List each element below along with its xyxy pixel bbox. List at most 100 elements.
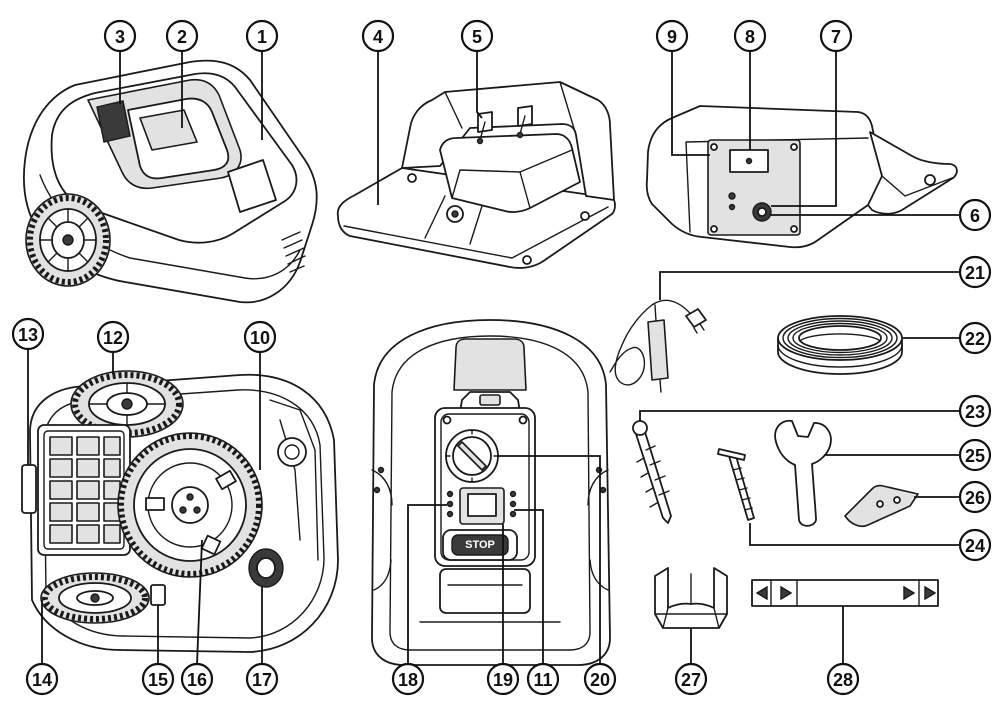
callout-label: 19 <box>493 670 513 690</box>
callout-11: 11 <box>526 662 560 696</box>
panel-screw <box>790 225 798 233</box>
lift-tab <box>150 584 166 606</box>
arrow-right-icon <box>903 585 916 601</box>
panel-screw <box>710 225 718 233</box>
peg-hole <box>580 211 590 221</box>
callout-markers: 1 2 3 4 5 6 7 8 9 10 11 12 13 14 15 16 1… <box>11 19 992 696</box>
station-screw <box>717 448 755 521</box>
knob-grip <box>457 441 487 471</box>
callout-label: 17 <box>252 670 272 690</box>
callout-label: 4 <box>373 27 383 47</box>
ground-peg <box>632 420 672 524</box>
callout-25: 25 <box>958 438 992 472</box>
wheel-spokes <box>39 208 97 272</box>
leader-line-5 <box>476 51 483 119</box>
callout-label: 1 <box>257 27 267 47</box>
callout-label: 13 <box>18 325 38 345</box>
leader-line-24 <box>749 523 960 546</box>
panel-screw <box>710 143 718 151</box>
leader-line-9 <box>671 51 710 156</box>
base-plate-edge <box>343 206 609 259</box>
sensor-housing <box>277 437 307 467</box>
callout-label: 8 <box>745 27 755 47</box>
battery-cell <box>103 524 121 544</box>
indicator-light <box>728 192 736 200</box>
callout-27: 27 <box>674 662 708 696</box>
callout-4: 4 <box>361 19 395 53</box>
station-rear <box>645 105 958 249</box>
callout-label: 28 <box>833 670 853 690</box>
rear-wheel <box>25 193 111 287</box>
callout-6: 6 <box>958 198 992 232</box>
hub-screw <box>193 506 201 514</box>
stop-button-label: STOP <box>465 539 495 551</box>
callout-8: 8 <box>733 19 767 53</box>
indicator-light <box>728 203 736 211</box>
keypad-button <box>446 500 454 508</box>
wing-hole <box>924 174 936 186</box>
callout-14: 14 <box>25 662 59 696</box>
leader-line-21 <box>659 271 960 300</box>
callout-22: 22 <box>958 321 992 355</box>
wire-connector <box>654 567 728 629</box>
plug-prongs <box>693 323 705 334</box>
contact-pin <box>479 115 526 141</box>
cutting-blade <box>145 497 165 511</box>
callout-12: 12 <box>96 320 130 354</box>
cutting-blade <box>215 469 237 491</box>
power-adapter <box>609 299 707 393</box>
battery-cell <box>76 436 100 456</box>
leader-line-20 <box>498 455 601 664</box>
callout-1: 1 <box>245 19 279 53</box>
side-bracket <box>21 464 37 514</box>
leader-line-7 <box>771 51 837 207</box>
distance-ruler <box>751 579 939 607</box>
callout-label: 23 <box>965 402 985 422</box>
contact-block <box>439 133 581 213</box>
callout-label: 14 <box>32 670 52 690</box>
coil-winding <box>792 322 888 354</box>
callout-28: 28 <box>826 662 860 696</box>
wheel-axle <box>62 234 74 246</box>
coil-winding <box>787 320 893 356</box>
leader-lines <box>27 51 960 665</box>
power-socket-core <box>757 207 767 217</box>
callout-label: 2 <box>177 27 187 47</box>
callout-17: 17 <box>245 662 279 696</box>
callout-label: 24 <box>965 536 985 556</box>
callout-24: 24 <box>958 528 992 562</box>
wrench <box>774 419 832 527</box>
callout-5: 5 <box>460 19 494 53</box>
panel-screw <box>442 415 452 425</box>
callout-26: 26 <box>958 480 992 514</box>
top-window <box>453 338 527 391</box>
contact-pin-tip <box>516 131 524 139</box>
callout-label: 18 <box>398 670 418 690</box>
battery-compartment <box>37 424 131 556</box>
callout-9: 9 <box>655 19 689 53</box>
panel-screw <box>790 143 798 151</box>
keypad-button <box>509 510 517 518</box>
keypad-button <box>509 500 517 508</box>
station-back-wall <box>401 81 615 201</box>
callout-label: 5 <box>472 27 482 47</box>
hub-screw <box>179 506 187 514</box>
screw-head <box>717 448 746 461</box>
wheel-axle <box>121 398 133 410</box>
battery-cell <box>49 502 73 522</box>
battery-cell <box>76 480 100 500</box>
stop-button: STOP <box>442 529 518 561</box>
adapter-plug <box>685 308 707 328</box>
front-wheel-hub <box>256 557 276 579</box>
battery-cell <box>76 524 100 544</box>
shell-inner <box>389 335 591 651</box>
shell-marker <box>373 486 381 494</box>
peg-head <box>632 420 648 436</box>
charging-base <box>336 81 616 269</box>
callout-16: 16 <box>180 662 214 696</box>
lower-tray-line <box>419 584 561 623</box>
sensor-core <box>284 444 300 460</box>
chassis-rib <box>269 399 319 561</box>
battery-cell <box>49 458 73 478</box>
callout-label: 12 <box>103 328 123 348</box>
